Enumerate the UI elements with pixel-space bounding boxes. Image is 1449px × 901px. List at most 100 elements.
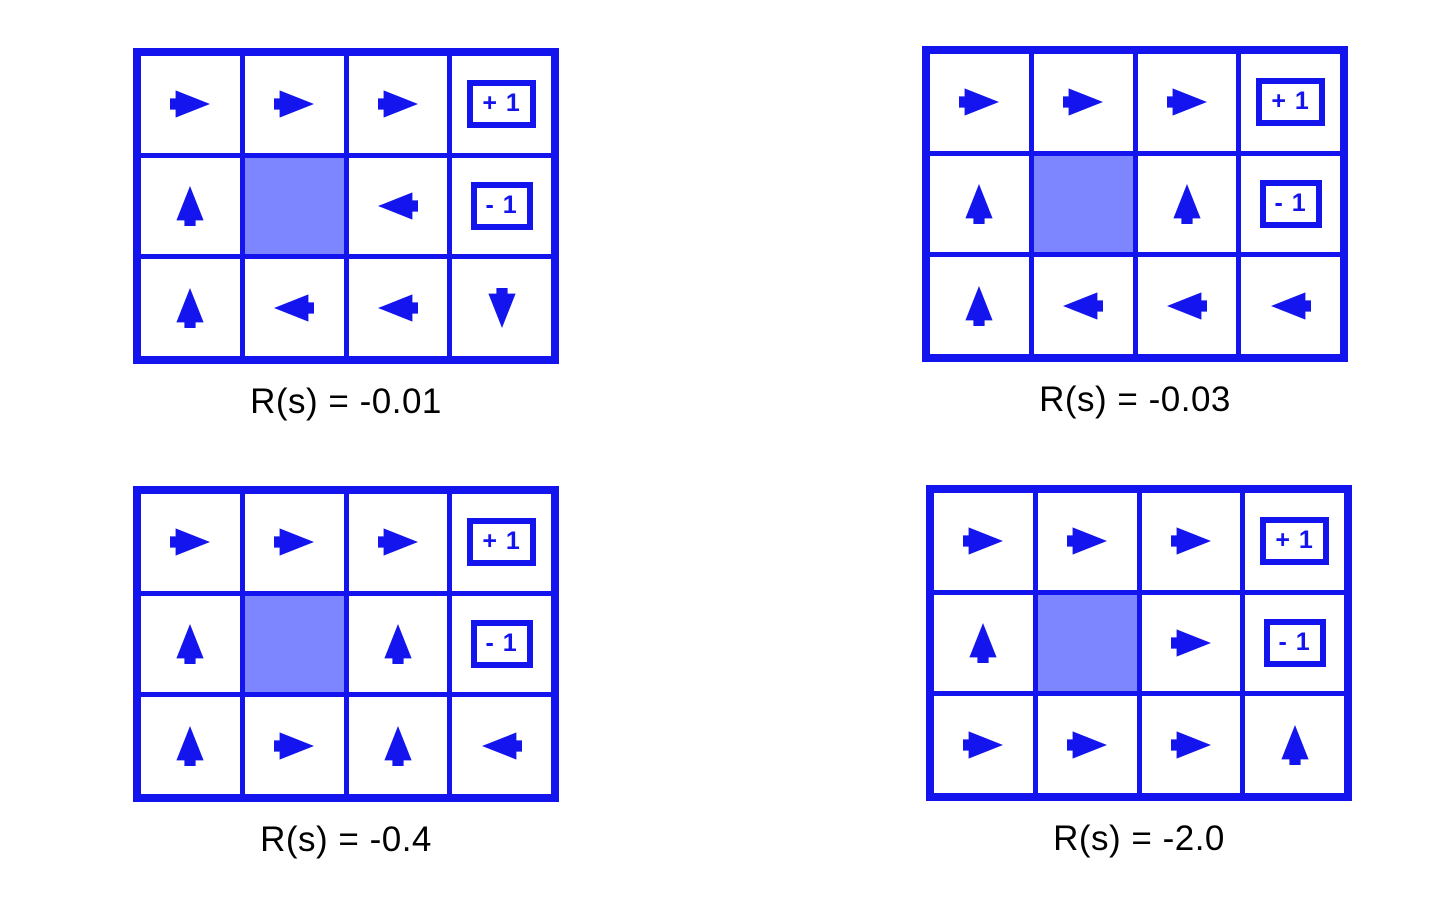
grid-cell-r2-c4: - 1	[452, 595, 551, 693]
panel-caption: R(s) = -2.0	[1053, 819, 1225, 858]
policy-panel-4: + 1 - 1 R(s) = -2.0	[926, 485, 1352, 859]
arrow-right-icon	[1048, 521, 1126, 561]
grid-cell-r2-c3	[1141, 594, 1241, 692]
grid-cell-r3-c2	[244, 697, 344, 794]
grid-cell-r3-c2	[244, 259, 344, 356]
grid-cell-r3-c2	[1037, 696, 1137, 793]
grid-cell-r1-c1	[934, 493, 1033, 590]
panel-caption: R(s) = -0.03	[1039, 380, 1231, 419]
grid-cell-r1-c4: + 1	[452, 494, 551, 591]
arrow-right-icon	[359, 84, 437, 124]
arrow-up-icon	[959, 267, 999, 345]
grid-cell-r2-c1	[141, 595, 240, 693]
grid-cell-r2-c1	[934, 594, 1033, 692]
arrow-right-icon	[944, 521, 1022, 561]
arrow-left-icon	[1044, 286, 1122, 326]
arrow-right-icon	[944, 725, 1022, 765]
terminal-badge: + 1	[1260, 517, 1329, 566]
grid-cell-r2-c2	[1037, 594, 1137, 692]
grid-cell-r3-c1	[934, 696, 1033, 793]
grid-cell-r2-c4: - 1	[1245, 594, 1344, 692]
grid-cell-r3-c1	[141, 697, 240, 794]
grid-cell-r3-c2	[1033, 257, 1133, 354]
terminal-badge: + 1	[467, 80, 536, 129]
grid-cell-r3-c4	[1245, 696, 1344, 793]
terminal-badge: - 1	[470, 619, 533, 668]
arrow-left-icon	[359, 186, 437, 226]
arrow-right-icon	[1152, 623, 1230, 663]
policy-panel-2: + 1 - 1 R(s) = -0.03	[922, 46, 1348, 420]
grid-cell-r3-c4	[1241, 257, 1340, 354]
grid-cell-r3-c4	[452, 259, 551, 356]
grid-cell-r2-c3	[348, 157, 448, 255]
grid-cell-r2-c1	[141, 157, 240, 255]
arrow-left-icon	[1252, 286, 1330, 326]
grid-cell-r2-c2	[244, 595, 344, 693]
arrow-down-icon	[482, 269, 522, 347]
grid-cell-r1-c3	[1137, 54, 1237, 151]
arrow-up-icon	[170, 167, 210, 245]
arrow-left-icon	[463, 726, 541, 766]
terminal-badge: - 1	[1263, 618, 1326, 667]
arrow-up-icon	[170, 269, 210, 347]
grid-cell-r1-c4: + 1	[452, 56, 551, 153]
policy-grid: + 1 - 1	[922, 46, 1348, 362]
grid-cell-r1-c3	[348, 494, 448, 591]
arrow-right-icon	[1044, 82, 1122, 122]
arrow-left-icon	[359, 288, 437, 328]
terminal-badge: + 1	[467, 518, 536, 567]
policy-grid: + 1 - 1	[133, 486, 559, 802]
arrow-right-icon	[255, 522, 333, 562]
panel-caption: R(s) = -0.01	[250, 382, 442, 421]
grid-cell-r1-c4: + 1	[1245, 493, 1344, 590]
grid-cell-r2-c4: - 1	[1241, 155, 1340, 253]
arrow-right-icon	[940, 82, 1018, 122]
grid-cell-r2-c1	[930, 155, 1029, 253]
arrow-left-icon	[255, 288, 333, 328]
arrow-up-icon	[378, 605, 418, 683]
grid-cell-r1-c2	[1037, 493, 1137, 590]
grid-cell-r3-c4	[452, 697, 551, 794]
grid-cell-r3-c1	[930, 257, 1029, 354]
arrow-up-icon	[1167, 165, 1207, 243]
grid-cell-r1-c1	[141, 494, 240, 591]
grid-cell-r2-c2	[1033, 155, 1133, 253]
arrow-right-icon	[1048, 725, 1126, 765]
arrow-up-icon	[1275, 706, 1315, 784]
policy-grid: + 1 - 1	[133, 48, 559, 364]
grid-cell-r1-c2	[1033, 54, 1133, 151]
arrow-right-icon	[151, 522, 229, 562]
terminal-badge: - 1	[1259, 179, 1322, 228]
arrow-right-icon	[1152, 725, 1230, 765]
grid-cell-r1-c3	[1141, 493, 1241, 590]
arrow-up-icon	[378, 707, 418, 785]
grid-cell-r1-c3	[348, 56, 448, 153]
grid-cell-r3-c3	[348, 259, 448, 356]
arrow-up-icon	[959, 165, 999, 243]
grid-cell-r3-c3	[1137, 257, 1237, 354]
arrow-right-icon	[1152, 521, 1230, 561]
arrow-right-icon	[1148, 82, 1226, 122]
arrow-up-icon	[963, 604, 1003, 682]
arrow-up-icon	[170, 605, 210, 683]
arrow-left-icon	[1148, 286, 1226, 326]
grid-cell-r2-c4: - 1	[452, 157, 551, 255]
grid-cell-r2-c3	[1137, 155, 1237, 253]
grid-cell-r1-c4: + 1	[1241, 54, 1340, 151]
policy-grid: + 1 - 1	[926, 485, 1352, 801]
arrow-up-icon	[170, 707, 210, 785]
arrow-right-icon	[255, 84, 333, 124]
grid-cell-r3-c3	[1141, 696, 1241, 793]
terminal-badge: + 1	[1256, 78, 1325, 127]
terminal-badge: - 1	[470, 181, 533, 230]
grid-cell-r3-c1	[141, 259, 240, 356]
arrow-right-icon	[151, 84, 229, 124]
policy-panel-1: + 1 - 1 R(s) = -0.01	[133, 48, 559, 422]
grid-cell-r1-c1	[930, 54, 1029, 151]
grid-cell-r1-c2	[244, 56, 344, 153]
grid-cell-r1-c2	[244, 494, 344, 591]
grid-cell-r2-c3	[348, 595, 448, 693]
grid-cell-r3-c3	[348, 697, 448, 794]
